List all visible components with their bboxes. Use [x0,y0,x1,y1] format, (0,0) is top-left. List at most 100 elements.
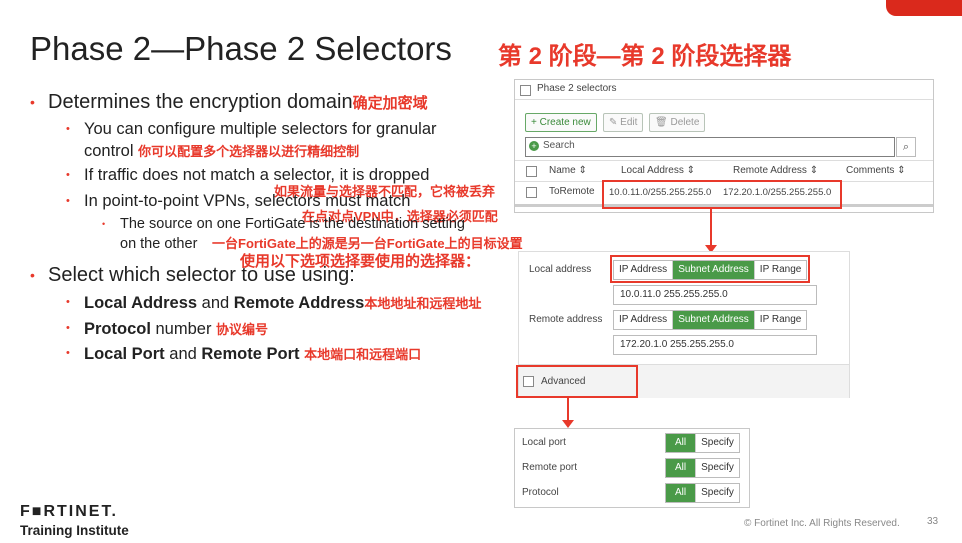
column-local-address[interactable]: Local Address ⇕ [621,165,695,176]
delete-label: Delete [670,117,700,128]
bullet-bold: Remote Address [233,294,365,312]
bullet-multiple-selectors-line2: control 你可以配置多个选择器以进行精细控制 [84,141,359,161]
local-port-label: Local port [522,437,566,448]
remote-port-label: Remote port [522,462,578,473]
add-filter-icon[interactable]: + [529,141,539,151]
delete-button[interactable]: 🗑 Delete [649,113,706,132]
bullet-dot: • [30,94,35,110]
column-label: Remote Address [733,165,807,176]
option-ip-address[interactable]: IP Address [614,311,674,329]
bullet-source-destination-line1: The source on one FortiGate is the desti… [120,216,465,232]
search-icon[interactable]: ⌕ [896,137,916,157]
bullet-dot: • [66,169,70,181]
column-label: Name [549,165,576,176]
highlight-address-type [610,255,810,283]
bullet-bold: Protocol [84,320,151,338]
advanced-section[interactable]: Advanced [519,364,849,398]
advanced-label: Advanced [541,376,586,387]
bullet-select-selector: Select which selector to use using: [48,264,355,286]
search-input[interactable]: + Search [525,137,895,157]
local-address-input[interactable]: 10.0.11.0 255.255.255.0 [613,285,817,305]
bullet-text: and [164,345,202,363]
note-p2p-cn: 在点对点VPN中，选择器必须匹配 [302,209,498,224]
bullet-text-cn: 本地地址和远程地址 [364,296,482,311]
row-name: ToRemote [549,186,595,197]
column-name[interactable]: Name ⇕ [549,165,587,176]
option-all[interactable]: All [666,434,697,452]
slide-title-cn: 第 2 阶段—第 2 阶段选择器 [498,43,792,70]
highlight-advanced [516,365,638,398]
arrow-head [705,245,717,253]
bullet-dot: • [66,322,70,334]
table-footer-bar [515,204,933,207]
local-address-type-toggle[interactable]: IP Address Subnet Address IP Range [613,260,808,280]
bullet-local-remote-port: Local Port and Remote Port 本地端口和远程端口 [84,344,421,364]
training-institute-label: Training Institute [20,523,129,538]
bullet-bold: Remote Port [201,345,300,363]
option-ip-range[interactable]: IP Range [754,261,807,279]
highlight-row-addresses [602,180,842,209]
copyright: © Fortinet Inc. All Rights Reserved. [744,518,900,529]
bullet-bold: Local Port [84,345,165,363]
collapse-icon[interactable] [523,376,534,387]
bullet-multiple-selectors-line1: You can configure multiple selectors for… [84,120,437,138]
bullet-text: and [197,294,234,312]
bullet-text-cn: 确定加密域 [352,95,428,112]
phase2-selectors-panel: Phase 2 selectors + Create new ✎ Edit 🗑 … [514,79,934,213]
arrow-head [562,420,574,428]
row-local-address: 10.0.11.0/255.255.255.0 [609,187,712,198]
option-ip-range[interactable]: IP Range [754,311,807,329]
table-row[interactable]: ToRemote 10.0.11.0/255.255.255.0 172.20.… [515,181,933,203]
plus-icon: + [531,117,540,128]
option-all[interactable]: All [666,459,697,477]
trash-icon: 🗑 [655,117,671,128]
divider [515,99,933,100]
bullet-local-remote-address: Local Address and Remote Address本地地址和远程地… [84,293,481,313]
bullet-dot: • [102,219,106,229]
panel-header: Phase 2 selectors [537,83,617,94]
option-ip-address[interactable]: IP Address [614,261,674,279]
bullet-text: Determines the encryption domain [48,91,353,113]
create-new-label: Create new [539,117,591,128]
bullet-dot: • [66,296,70,308]
corner-accent-tab [886,0,962,16]
bullet-text: number [150,320,212,338]
collapse-toggle[interactable] [520,85,531,96]
remote-address-input[interactable]: 172.20.1.0 255.255.255.0 [613,335,817,355]
remote-port-toggle[interactable]: All Specify [665,458,740,478]
option-all[interactable]: All [666,484,697,502]
local-address-label: Local address [529,264,592,275]
bullet-encryption-domain: Determines the encryption domain确定加密域 [48,91,428,114]
fortinet-logo: F■RTINET. [20,503,118,520]
column-comments[interactable]: Comments ⇕ [846,165,906,176]
note-source-destination-cn: 一台FortiGate上的源是另一台FortiGate上的目标设置 [212,236,523,251]
note-dropped-cn: 如果流量与选择器不匹配，它将被丢弃 [274,184,496,199]
row-remote-address: 172.20.1.0/255.255.255.0 [723,187,832,198]
local-port-toggle[interactable]: All Specify [665,433,740,453]
protocol-toggle[interactable]: All Specify [665,483,740,503]
bullet-dot: • [66,123,70,135]
edit-button[interactable]: ✎ Edit [603,113,644,132]
slide-title: Phase 2—Phase 2 Selectors [30,30,452,67]
remote-address-label: Remote address [529,314,603,325]
bullet-source-destination-line2: on the other [120,236,198,252]
option-specify[interactable]: Specify [696,484,739,502]
create-new-button[interactable]: + Create new [525,113,597,132]
option-subnet-address[interactable]: Subnet Address [673,311,755,329]
bullet-text: control [84,142,134,160]
bullet-text-cn: 你可以配置多个选择器以进行精细控制 [138,144,360,159]
column-remote-address[interactable]: Remote Address ⇕ [733,165,819,176]
bullet-text-cn: 协议编号 [216,322,269,337]
remote-address-type-toggle[interactable]: IP Address Subnet Address IP Range [613,310,808,330]
option-specify[interactable]: Specify [696,459,739,477]
option-specify[interactable]: Specify [696,434,739,452]
advanced-panel: Local port All Specify Remote port All S… [514,428,750,508]
bullet-dot: • [30,267,35,283]
option-subnet-address[interactable]: Subnet Address [673,261,755,279]
row-checkbox[interactable] [526,187,537,198]
bullet-protocol: Protocol number 协议编号 [84,319,268,339]
address-panel: Local address IP Address Subnet Address … [518,251,850,398]
select-all-checkbox[interactable] [526,166,537,177]
search-placeholder: Search [543,140,575,151]
bullet-dot: • [66,195,70,207]
